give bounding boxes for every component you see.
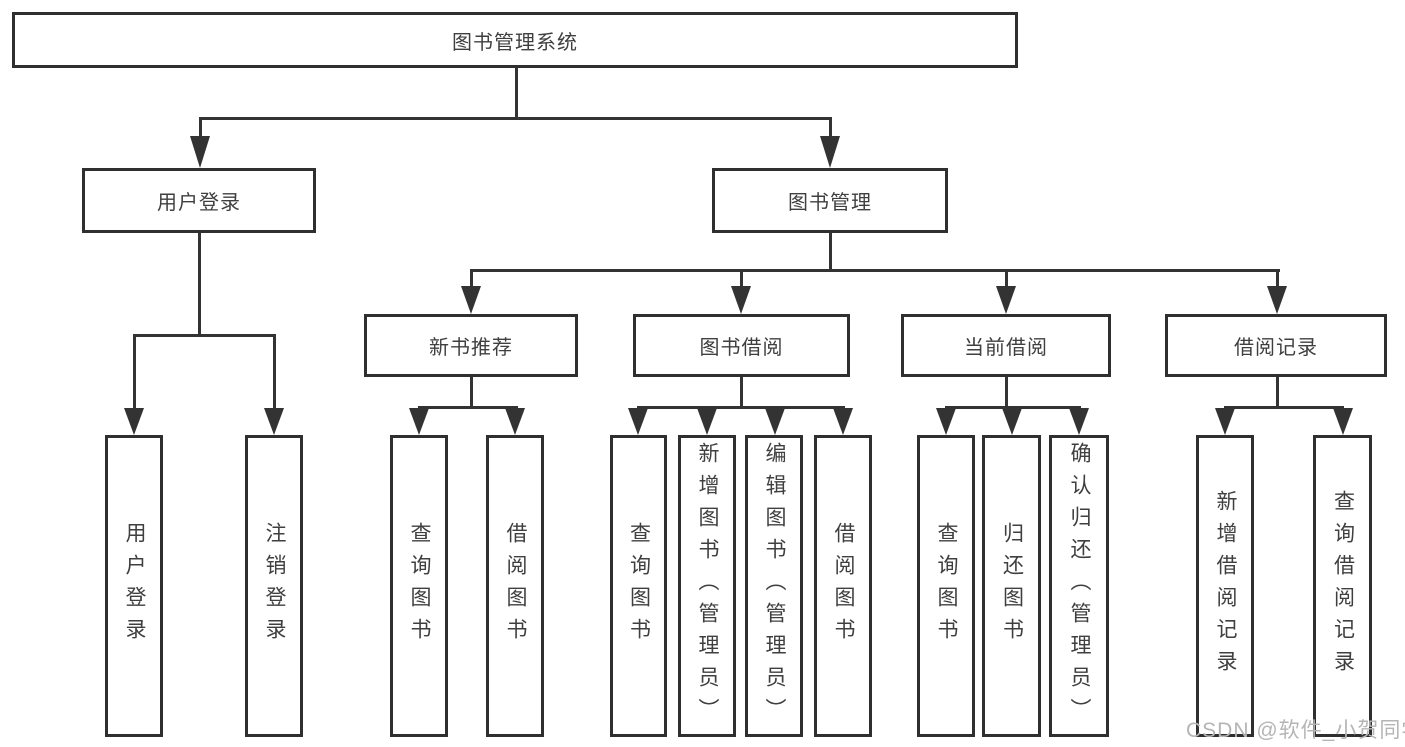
arrow-down-icon [461, 286, 481, 314]
arrow-down-icon [1215, 408, 1235, 435]
connector-line-v [1005, 377, 1008, 409]
leaf-edit-books-admin: 编辑图书（管理员） [745, 435, 803, 737]
leaf-label: 查询图书 [627, 522, 651, 650]
leaf-label: 确认归还（管理员） [1068, 442, 1091, 730]
node-borrow-records: 借阅记录 [1165, 314, 1387, 377]
connector-line-h [637, 406, 845, 409]
arrow-down-icon [1069, 408, 1089, 435]
connector-line-v [273, 334, 276, 409]
arrow-down-icon [264, 408, 284, 435]
leaf-add-books-admin: 新增图书（管理员） [678, 435, 736, 737]
leaf-user-login: 用户登录 [105, 435, 163, 737]
connector-line-v [470, 377, 473, 409]
arrow-down-icon [936, 408, 956, 435]
connector-line-v [740, 269, 743, 287]
node-label: 当前借阅 [964, 337, 1048, 359]
connector-line-v [198, 233, 201, 336]
leaf-borrow-books: 借阅图书 [814, 435, 872, 737]
arrow-down-icon [190, 136, 210, 168]
node-root-label: 图书管理系统 [452, 31, 578, 54]
connector-line-v [199, 117, 202, 137]
leaf-borrow-books: 借阅图书 [486, 435, 544, 737]
arrow-down-icon [1267, 286, 1287, 314]
node-current-borrow: 当前借阅 [901, 314, 1111, 377]
arrow-down-icon [1002, 408, 1022, 435]
leaf-query-books: 查询图书 [917, 435, 975, 737]
leaf-label: 新增借阅记录 [1214, 490, 1237, 682]
csdn-watermark: CSDN @软件_小贺同学 [1186, 719, 1405, 742]
connector-line-v [515, 68, 518, 120]
leaf-add-borrow-record: 新增借阅记录 [1196, 435, 1254, 737]
arrow-down-icon [697, 408, 717, 435]
arrow-down-icon [765, 408, 785, 435]
connector-line-v [1276, 269, 1279, 287]
connector-line-v [470, 269, 473, 287]
arrow-down-icon [820, 136, 840, 168]
connector-line-v [740, 377, 743, 409]
leaf-logout: 注销登录 [245, 435, 303, 737]
connector-line-h [199, 117, 832, 120]
arrow-down-icon [996, 286, 1016, 314]
connector-line-v [829, 233, 832, 272]
leaf-query-borrow-record: 查询借阅记录 [1313, 435, 1372, 737]
connector-line-h [133, 334, 275, 337]
node-label: 借阅记录 [1234, 337, 1318, 359]
node-label: 图书借阅 [699, 337, 784, 359]
connector-line-h [418, 406, 518, 409]
leaf-confirm-return-admin: 确认归还（管理员） [1049, 435, 1109, 737]
node-book-borrow: 图书借阅 [633, 314, 850, 377]
leaf-query-books: 查询图书 [610, 435, 667, 737]
arrow-down-icon [731, 286, 751, 314]
arrow-down-icon [505, 408, 525, 435]
leaf-label: 用户登录 [123, 522, 146, 650]
arrow-down-icon [1333, 408, 1353, 435]
connector-line-h [945, 406, 1081, 409]
connector-line-h [470, 269, 1280, 272]
leaf-label: 查询图书 [935, 522, 958, 650]
node-book-management: 图书管理 [712, 168, 948, 233]
leaf-label: 新增图书（管理员） [696, 442, 719, 730]
node-label: 图书管理 [788, 192, 872, 214]
connector-line-v [1005, 269, 1008, 287]
node-user-login: 用户登录 [82, 168, 316, 233]
node-label: 用户登录 [157, 192, 241, 214]
node-root: 图书管理系统 [12, 12, 1018, 68]
leaf-label: 查询图书 [408, 522, 431, 650]
leaf-label: 编辑图书（管理员） [763, 442, 786, 730]
connector-line-v [1276, 377, 1279, 409]
leaf-label: 查询借阅记录 [1331, 490, 1355, 682]
leaf-label: 借阅图书 [504, 522, 527, 650]
leaf-label: 注销登录 [263, 522, 286, 650]
connector-line-v [829, 117, 832, 137]
arrow-down-icon [124, 408, 144, 435]
arrow-down-icon [833, 408, 853, 435]
leaf-query-books: 查询图书 [390, 435, 448, 737]
node-new-book-recommend: 新书推荐 [364, 314, 578, 377]
connector-line-v [133, 334, 136, 409]
node-label: 新书推荐 [429, 337, 513, 359]
arrow-down-icon [409, 408, 429, 435]
connector-line-h [1224, 406, 1344, 409]
arrow-down-icon [628, 408, 648, 435]
leaf-label: 归还图书 [1000, 522, 1024, 650]
leaf-label: 借阅图书 [832, 522, 855, 650]
leaf-return-books: 归还图书 [982, 435, 1041, 737]
